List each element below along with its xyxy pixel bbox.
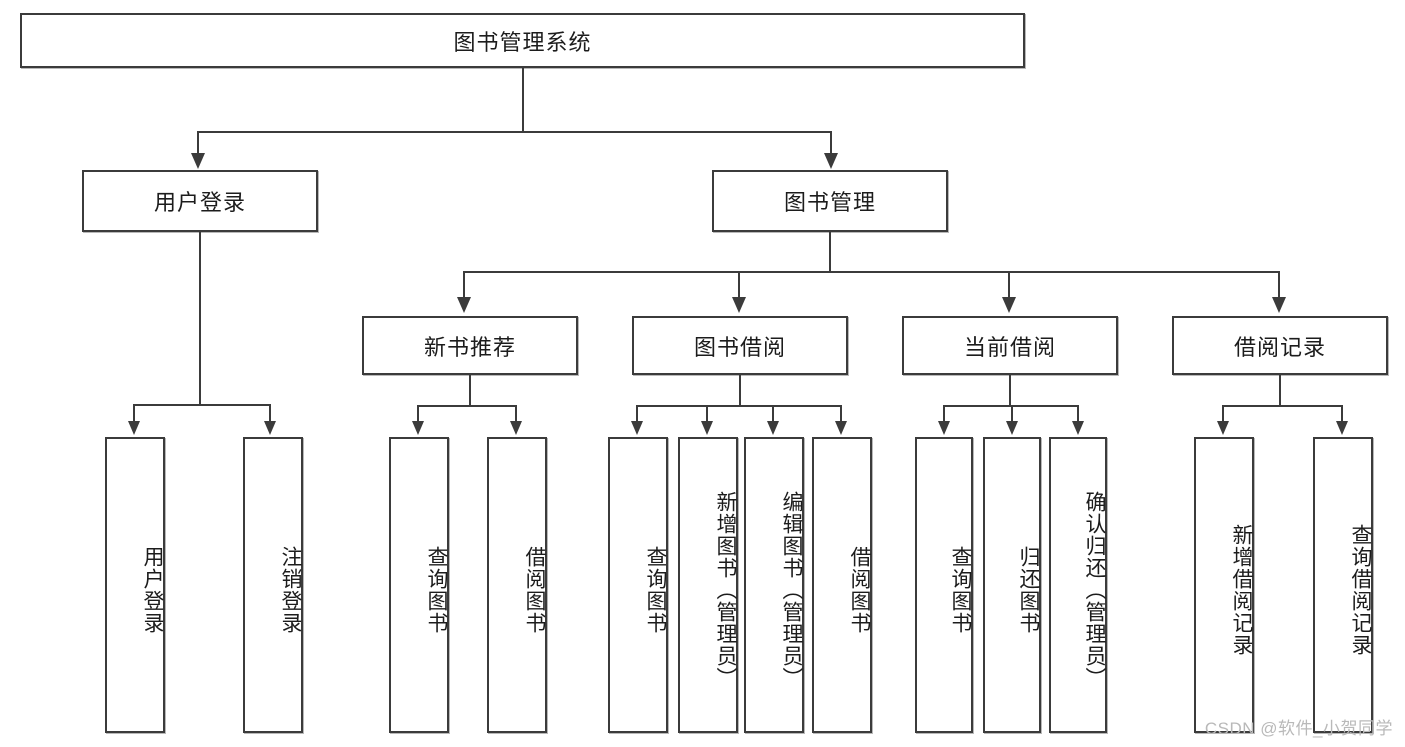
leaf-edit-book-admin[interactable]: 编辑图书（管理员） [744,437,804,733]
arrowhead-book-management [824,153,838,169]
node-book-borrow[interactable]: 图书借阅 [632,316,848,375]
edge-new-book-drop-1 [417,405,419,422]
node-new-book-recommend[interactable]: 新书推荐 [362,316,578,375]
edge-new-book-drop-2 [515,405,517,422]
leaf-logout[interactable]: 注销登录 [243,437,303,733]
edge-book-borrow-bar [636,405,842,407]
leaf-add-book-admin[interactable]: 新增图书（管理员） [678,437,738,733]
edge-user-login-stem [199,232,201,405]
edge-current-borrow-drop-2 [1011,405,1013,422]
arrowhead-leaf-query-book-2 [631,421,643,435]
node-borrow-record[interactable]: 借阅记录 [1172,316,1388,375]
edge-user-login-drop-1 [133,404,135,422]
node-label: 注销登录 [279,546,302,634]
node-book-management[interactable]: 图书管理 [712,170,948,232]
edge-user-login-drop-2 [269,404,271,422]
node-label: 查询图书 [425,546,448,634]
node-current-borrow[interactable]: 当前借阅 [902,316,1118,375]
edge-level3-drop-book-borrow [738,271,740,299]
leaf-borrow-book[interactable]: 借阅图书 [812,437,872,733]
node-label: 新增图书（管理员） [714,491,737,689]
node-label: 查询图书 [644,546,667,634]
edge-current-borrow-stem [1009,375,1011,406]
arrowhead-leaf-add-book [701,421,713,435]
edge-level3-drop-borrow-record [1278,271,1280,299]
arrowhead-leaf-borrow-book-2 [835,421,847,435]
edge-borrow-record-stem [1279,375,1281,406]
node-label: 借阅图书 [848,546,871,634]
node-label: 确认归还（管理员） [1083,491,1106,689]
arrowhead-borrow-record [1272,297,1286,313]
leaf-query-book-recommend[interactable]: 查询图书 [389,437,449,733]
arrowhead-leaf-user-login [128,421,140,435]
edge-level2-drop-book-management [830,131,832,156]
leaf-query-borrow-record[interactable]: 查询借阅记录 [1313,437,1373,733]
edge-book-borrow-drop-2 [706,405,708,422]
edge-level3-drop-new-book [463,271,465,299]
node-label: 用户登录 [153,190,246,215]
leaf-query-book-current[interactable]: 查询图书 [915,437,973,733]
arrowhead-new-book-recommend [457,297,471,313]
edge-level2-drop-user-login [197,131,199,156]
node-user-login[interactable]: 用户登录 [82,170,318,232]
arrowhead-leaf-logout [264,421,276,435]
arrowhead-leaf-query-record [1336,421,1348,435]
edge-borrow-record-drop-2 [1341,405,1343,422]
leaf-borrow-book-recommend[interactable]: 借阅图书 [487,437,547,733]
edge-book-borrow-drop-1 [636,405,638,422]
node-label: 编辑图书（管理员） [780,491,803,689]
edge-root-stem [522,68,524,132]
arrowhead-leaf-borrow-book-1 [510,421,522,435]
edge-book-management-stem [829,232,831,272]
arrowhead-leaf-return-book [1006,421,1018,435]
edge-current-borrow-drop-1 [943,405,945,422]
node-label: 图书借阅 [693,334,786,360]
node-label: 新增借阅记录 [1230,524,1253,656]
node-label: 新书推荐 [423,334,516,360]
node-label: 归还图书 [1017,546,1040,634]
arrowhead-leaf-query-book-1 [412,421,424,435]
edge-borrow-record-drop-1 [1222,405,1224,422]
edge-book-borrow-drop-3 [772,405,774,422]
node-label: 借阅记录 [1233,334,1326,360]
arrowhead-leaf-edit-book [767,421,779,435]
edge-user-login-bar [133,404,270,406]
edge-new-book-stem [469,375,471,406]
node-label: 查询借阅记录 [1349,524,1372,656]
node-label: 用户登录 [141,546,164,634]
node-label: 图书管理系统 [453,29,592,55]
arrowhead-book-borrow [732,297,746,313]
arrowhead-leaf-query-book-3 [938,421,950,435]
edge-current-borrow-drop-3 [1077,405,1079,422]
node-label: 查询图书 [949,546,972,634]
arrowhead-user-login [191,153,205,169]
arrowhead-leaf-confirm-return [1072,421,1084,435]
arrowhead-leaf-add-record [1217,421,1229,435]
watermark-text: CSDN @软件_小贺同学 [1204,719,1393,738]
node-label: 图书管理 [783,190,876,215]
leaf-return-book[interactable]: 归还图书 [983,437,1041,733]
edge-level2-bar [197,131,832,133]
node-root-book-management-system[interactable]: 图书管理系统 [20,13,1025,68]
leaf-user-login[interactable]: 用户登录 [105,437,165,733]
edge-level3-bar [463,271,1280,273]
leaf-query-book-borrow[interactable]: 查询图书 [608,437,668,733]
edge-book-borrow-stem [739,375,741,406]
node-label: 借阅图书 [523,546,546,634]
leaf-confirm-return-admin[interactable]: 确认归还（管理员） [1049,437,1107,733]
node-label: 当前借阅 [963,334,1056,360]
leaf-add-borrow-record[interactable]: 新增借阅记录 [1194,437,1254,733]
edge-new-book-bar [417,405,517,407]
edge-level3-drop-current-borrow [1008,271,1010,299]
edge-borrow-record-bar [1222,405,1342,407]
edge-book-borrow-drop-4 [840,405,842,422]
arrowhead-current-borrow [1002,297,1016,313]
